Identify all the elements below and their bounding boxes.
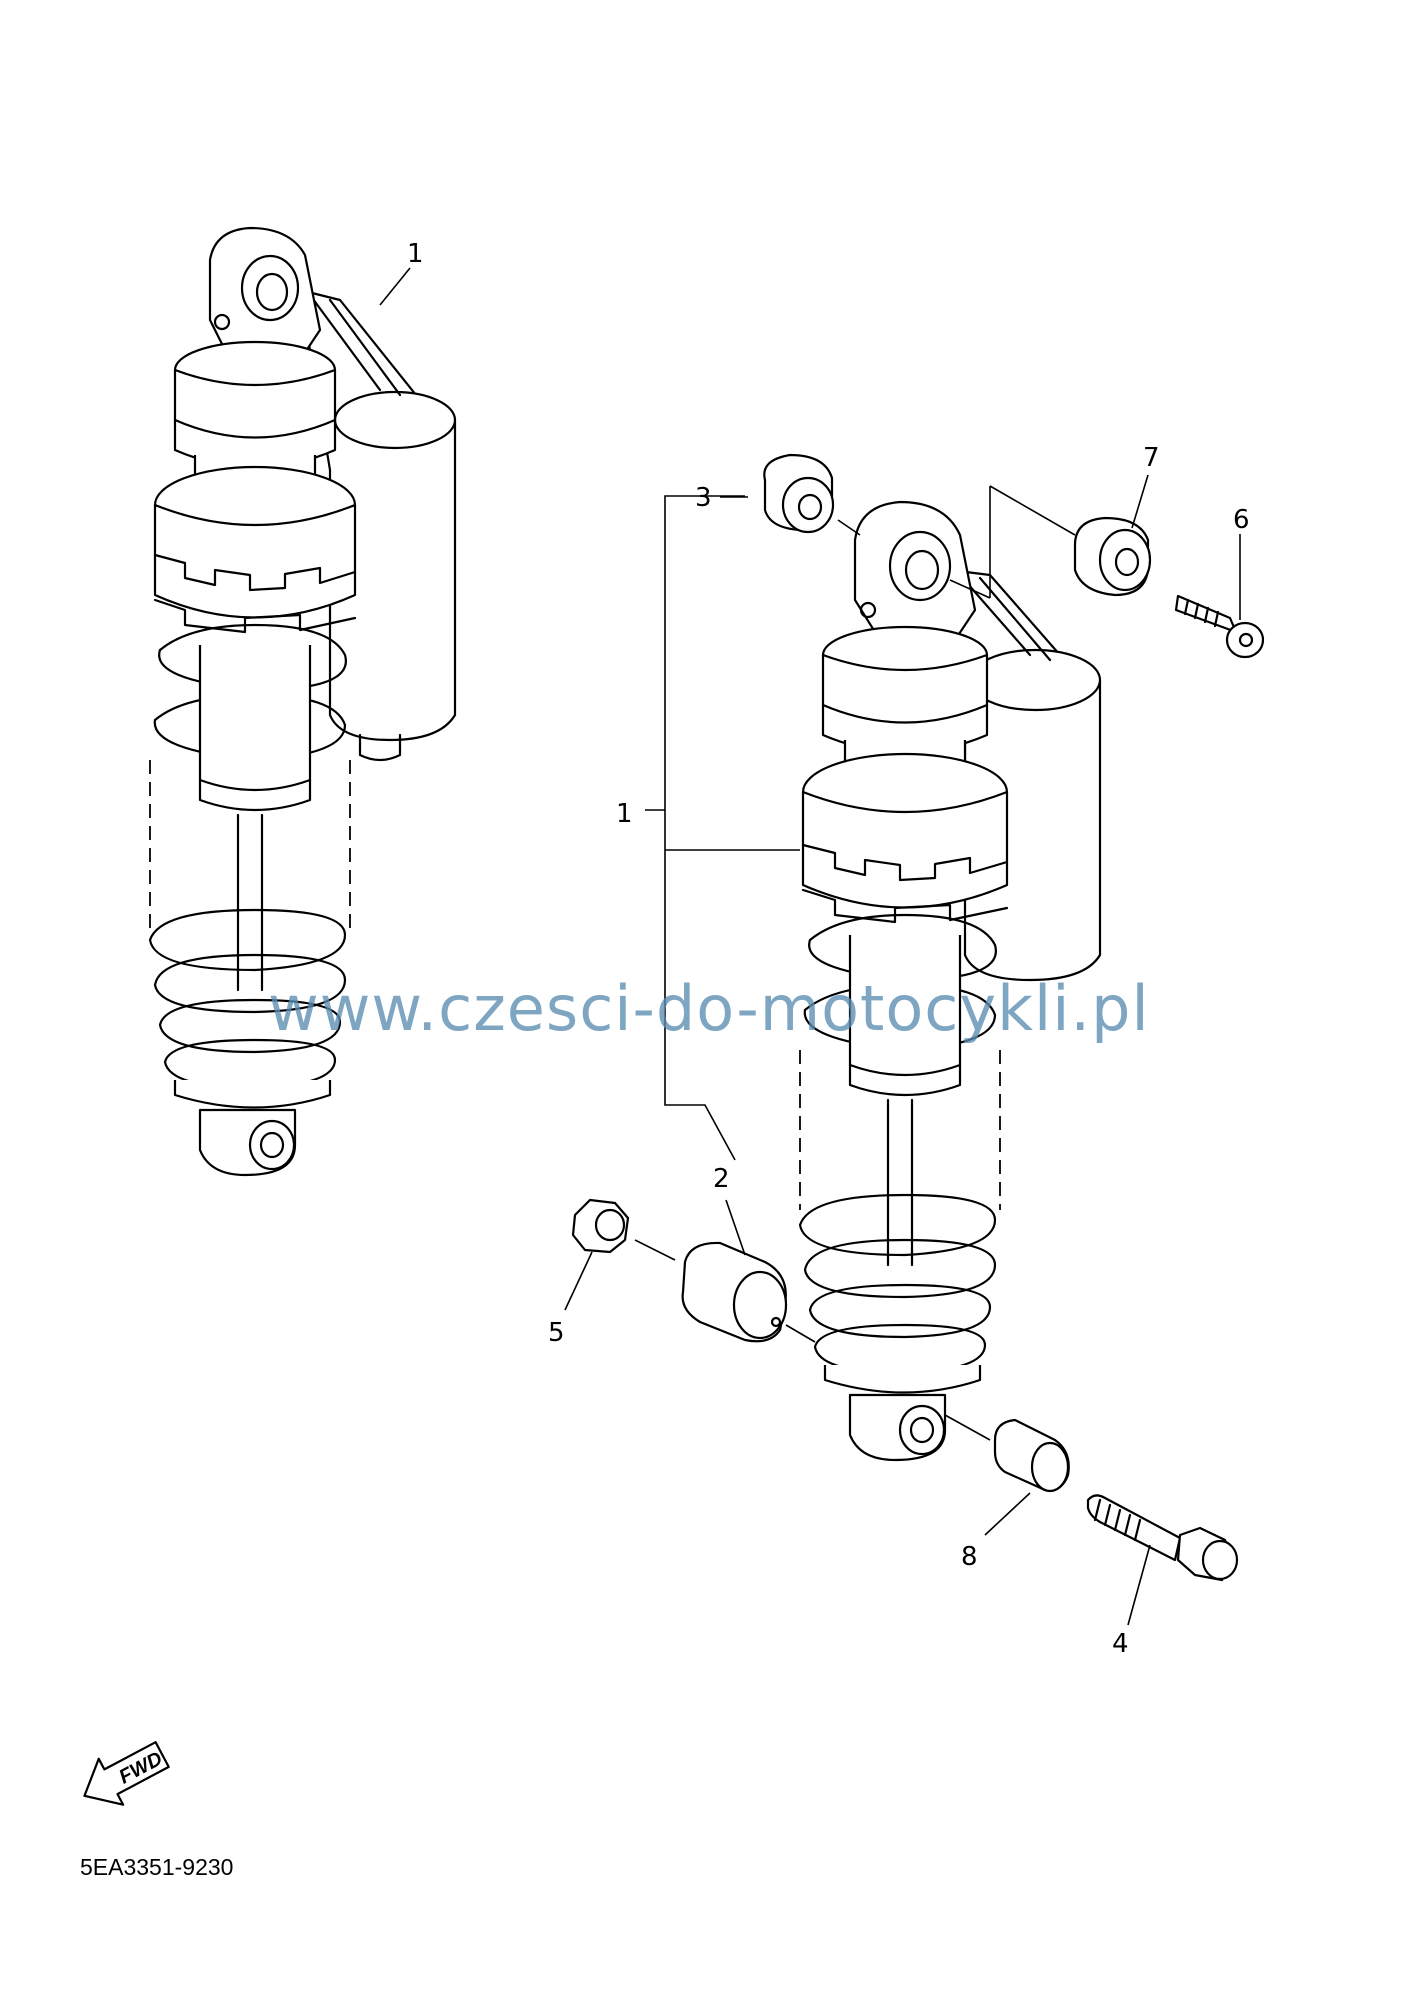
callout-bush-lower: 2 [713,1164,730,1194]
fwd-arrow-icon: FWD [83,1741,170,1806]
leader-bush-lower [725,1199,746,1256]
bush-upper [763,453,861,536]
assembly-bracket [645,495,800,1161]
bolt-upper [1174,594,1265,659]
bush-lower [681,1241,816,1343]
callout-collar: 8 [961,1542,978,1572]
leader-bush-upper-right [1131,474,1149,529]
callout-bolt-lower: 4 [1112,1629,1129,1659]
left-shock-absorber [148,226,457,1177]
callout-bolt-upper: 6 [1233,505,1250,535]
leader-bolt-lower [1127,1544,1151,1626]
callout-bush-upper: 3 [695,483,712,513]
watermark: www.czesci-do-motocykli.pl [268,972,1150,1045]
bolt-lower [1086,1494,1239,1582]
leader-nut [564,1251,593,1311]
callout-bush-upper-right: 7 [1143,443,1160,473]
leader-left-shock [379,267,411,306]
leader-collar [984,1492,1031,1536]
right-shock-absorber [798,500,1102,1462]
nut [571,1198,676,1261]
collar [944,1414,1070,1493]
bush-upper-right [949,485,1152,599]
callout-nut: 5 [548,1318,565,1348]
part-code: 5EA3351-9230 [80,1854,234,1880]
callout-assembly: 1 [616,799,633,829]
callout-left-shock: 1 [407,239,424,269]
